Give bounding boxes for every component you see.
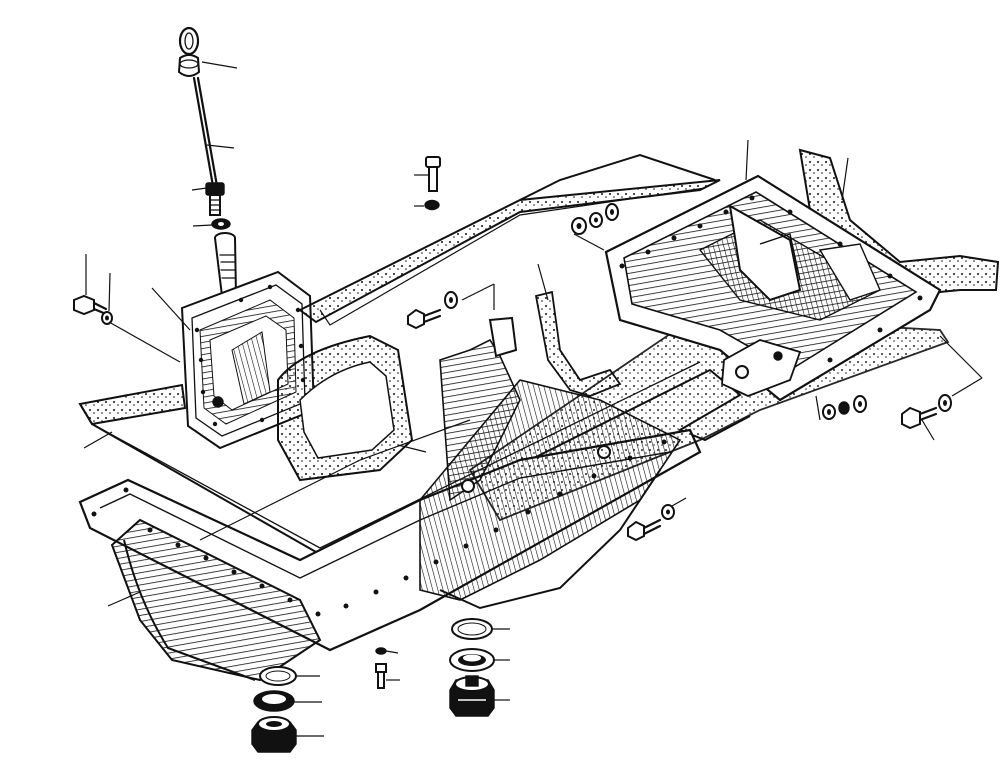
leader-line [461,283,495,301]
drain-plug-icon [449,675,495,717]
washer-icon [822,395,867,420]
leader-line [107,591,141,607]
washer-icon [101,311,113,325]
leader-line [397,444,427,453]
leader-line [745,139,749,181]
washer-icon [571,203,619,235]
leader-line [192,224,213,227]
leader-line [951,377,983,397]
washer-icon [253,690,295,712]
leader-line [151,287,191,331]
leader-line [191,187,208,191]
washer-icon [449,648,495,672]
leader-line [108,272,111,312]
leader-line [841,157,849,201]
bolt-icon [73,294,108,316]
gasket-icon [277,334,414,482]
leader-line [939,335,983,379]
leader-line [385,650,399,654]
leader-line [201,61,238,69]
leader-line [671,497,687,507]
bolt-icon [901,406,938,430]
leader-line [921,419,935,441]
leader-line [83,431,113,449]
bolt-icon [407,308,442,330]
bolt-icon [205,182,225,216]
leader-line [573,233,605,251]
leader-line [537,263,549,301]
leader-line [108,321,181,363]
washer-icon [211,218,231,230]
washer-icon [259,666,297,686]
washer-icon [451,618,493,640]
oil-pan-icon [604,174,942,402]
washer-icon [661,504,675,520]
drain-plug-icon [251,716,297,753]
leader-line [815,395,821,421]
washer-icon [424,199,440,211]
bolt-icon [627,518,662,542]
tube-icon [214,232,238,297]
dipstick-icon [177,26,219,188]
washer-icon [938,394,952,412]
leader-line [206,144,235,149]
bolt-icon [375,647,387,689]
washer-icon [444,291,458,309]
bolt-icon [425,156,441,192]
